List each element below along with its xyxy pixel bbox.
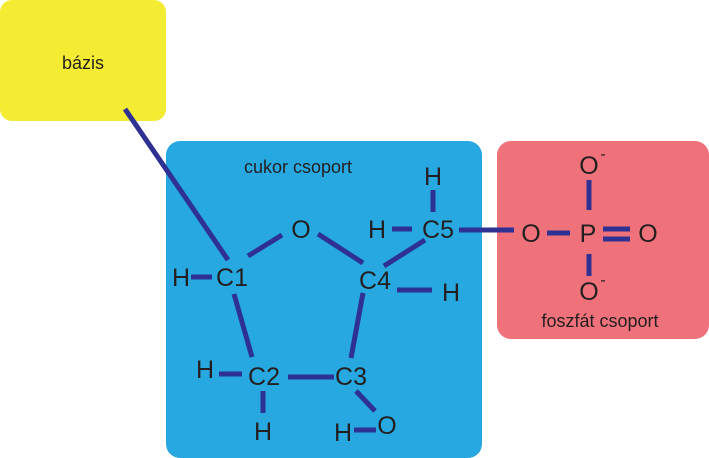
sugar-group-label: cukor csoport [244,157,352,177]
carbon-c3: C3 [335,363,367,391]
bond-c4-c5 [382,237,427,269]
ring-oxygen: O [291,216,310,244]
base-box [0,0,166,121]
carbon-c2: C2 [248,363,280,391]
base-label: bázis [62,53,104,73]
hydrogen-c1: H [172,264,190,292]
hydrogen-c5-top: H [424,163,442,191]
bond-c3-oxygen [354,389,377,413]
hydrogen-c4: H [442,279,460,307]
phosphate-oxygen-top: O [579,152,598,180]
bridge-oxygen: O [521,220,540,248]
phosphate-group-label: foszfát csoport [541,311,658,331]
bond-c1-ring-oxygen [246,232,284,259]
phosphate-oxygen-right: O [638,220,657,248]
bond-c1-c2 [231,293,255,358]
hydrogen-c3: H [334,419,352,447]
bond-c3-c4 [348,292,366,359]
hydrogen-c2-left: H [196,356,214,384]
sugar-group-box [166,141,482,458]
charge-minus-bottom: - [600,272,605,289]
hydrogen-c2-bottom: H [254,418,272,446]
phosphorus: P [580,220,597,248]
atoms: O C1 C2 C3 C4 C5 H H H H O H H H O P O O… [172,146,658,447]
hydrogen-c5-left: H [368,216,386,244]
carbon-c5: C5 [422,216,454,244]
bonds [122,107,630,433]
bond-ring-oxygen-c4 [316,231,365,266]
phosphate-oxygen-bottom: O [579,278,598,306]
carbon-c1: C1 [216,264,248,292]
carbon-c4: C4 [359,267,391,295]
oxygen-c3: O [377,412,396,440]
charge-minus-top: - [600,146,605,163]
bond-base-c1 [122,107,231,262]
